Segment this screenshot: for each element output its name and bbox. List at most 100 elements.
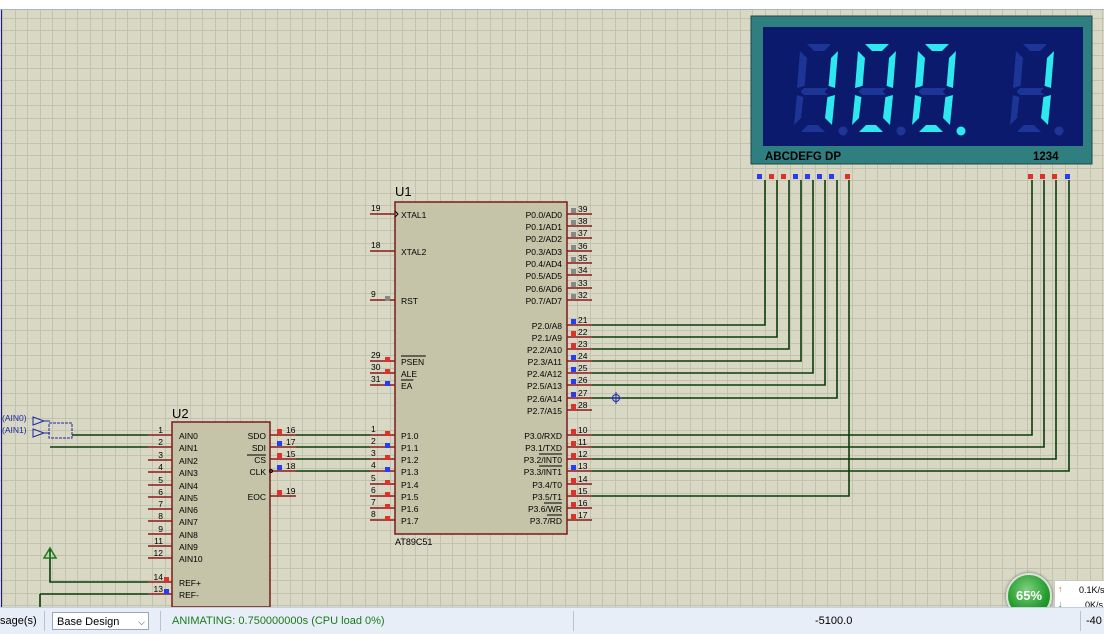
mcu-pin-number: 37 [578, 228, 588, 238]
mcu-pin-number: 1 [371, 424, 376, 434]
mcu-pin-name: P0.2/AD2 [526, 234, 563, 244]
mcu-pin-name: P3.5/T1 [532, 492, 562, 502]
adc-pin-name: AIN0 [179, 431, 198, 441]
mcu-pin-number: 27 [578, 388, 588, 398]
clock-marker [269, 469, 273, 473]
mcu-pin-name: ALE [401, 369, 417, 379]
pin-state-marker [769, 174, 774, 179]
display-segment-label: ABCDEFG DP [765, 151, 841, 163]
mcu-pin-name: XTAL1 [401, 210, 427, 220]
terminal-icon [32, 428, 46, 438]
adc-pin-name: AIN1 [179, 443, 198, 453]
display-segment [1017, 125, 1041, 132]
mcu-pin-name: P0.4/AD4 [526, 259, 563, 269]
separator [1080, 611, 1081, 631]
adc-pin-number: 8 [158, 511, 163, 521]
download-arrow-icon: ↓ [1058, 599, 1063, 609]
pin-state-marker [385, 431, 390, 436]
pin-state-marker [385, 516, 390, 521]
pin-state-marker [757, 174, 762, 179]
display-segment [919, 125, 943, 132]
adc-pin-number: 16 [286, 425, 296, 435]
design-variant-value: Base Design [57, 616, 120, 628]
mcu-pin-number: 25 [578, 363, 588, 373]
mcu-pin-name: P3.6/WR [528, 504, 562, 514]
pin-state-marker [793, 174, 798, 179]
mcu-pin-number: 32 [578, 290, 588, 300]
mcu-pin-name: P3.3/INT1 [524, 467, 563, 477]
mcu-pin-name: P2.5/A13 [527, 381, 562, 391]
adc-pin-name: EOC [248, 492, 266, 502]
mcu-pin-name: PSEN [401, 357, 424, 367]
mcu-part-label: AT89C51 [395, 537, 432, 547]
adc-pin-name: SDI [252, 443, 266, 453]
display-digit-label: 1234 [1033, 151, 1059, 163]
adc-pin-number: 17 [286, 437, 296, 447]
design-variant-select[interactable]: Base Design ⌵ [52, 612, 149, 630]
pin-state-marker [164, 589, 169, 594]
mcu-pin-number: 36 [578, 241, 588, 251]
mcu-pin-name: P2.2/A10 [527, 345, 562, 355]
mcu-pin-number: 2 [371, 436, 376, 446]
pin-state-marker [1028, 174, 1033, 179]
adc-body [171, 421, 271, 607]
mcu-pin-number: 33 [578, 278, 588, 288]
pin-state-marker [385, 480, 390, 485]
display-segment [1016, 88, 1044, 95]
display-segment [794, 95, 804, 125]
mcu-pin-number: 19 [371, 203, 381, 213]
display-segment [912, 95, 922, 125]
mcu-pin-number: 11 [578, 437, 587, 447]
display-segment [801, 125, 825, 132]
display-segment [859, 125, 883, 132]
mcu-pin-number: 28 [578, 400, 588, 410]
mcu-pin-name: P2.7/A15 [527, 406, 562, 416]
mcu-pin-number: 16 [578, 498, 588, 508]
pin-state-marker [385, 381, 390, 386]
mcu-pin-number: 29 [371, 350, 381, 360]
pin-state-marker [1040, 174, 1045, 179]
separator [44, 611, 45, 631]
pin-state-marker [781, 174, 786, 179]
cursor-y-coordinate: -40 [1086, 615, 1102, 627]
animation-status: ANIMATING: 0.750000000s (CPU load 0%) [172, 615, 385, 627]
pin-state-marker [277, 429, 282, 434]
terminal-label: (AIN0) [2, 413, 27, 423]
display-segment [1041, 95, 1051, 125]
pin-state-marker [277, 453, 282, 458]
messages-indicator[interactable]: sage(s) [0, 615, 37, 627]
adc-pin-name: REF- [179, 590, 199, 600]
schematic-drawing[interactable]: U1AT89C5119XTAL118XTAL29RST29PSEN30ALE31… [0, 0, 1104, 607]
mcu-pin-number: 39 [578, 204, 588, 214]
upload-speed: 0.1K/s [1079, 585, 1104, 595]
mcu-pin-number: 6 [371, 485, 376, 495]
pin-state-marker [571, 367, 576, 372]
adc-pin-number: 2 [158, 437, 163, 447]
mcu-pin-number: 9 [371, 289, 376, 299]
pin-state-marker [571, 441, 576, 446]
pin-state-marker [817, 174, 822, 179]
pin-state-marker [571, 269, 576, 274]
display-segment [800, 88, 828, 95]
mcu-pin-name: P1.5 [401, 492, 419, 502]
pin-state-marker [571, 453, 576, 458]
terminal-label: (AIN1) [2, 425, 27, 435]
adc-pin-name: AIN10 [179, 554, 203, 564]
mcu-pin-name: P2.0/A8 [532, 321, 563, 331]
display-segment [925, 44, 949, 51]
pin-state-marker [829, 174, 834, 179]
adc-pin-name: AIN8 [179, 530, 198, 540]
pin-state-marker [385, 369, 390, 374]
wire [592, 180, 1045, 448]
adc-pin-name: AIN7 [179, 517, 198, 527]
display-decimal-point [838, 126, 848, 136]
mcu-pin-name: P1.0 [401, 431, 419, 441]
mcu-pin-name: P1.7 [401, 516, 419, 526]
display-segment [946, 51, 956, 88]
mcu-pin-name: P3.2/INT0 [524, 455, 563, 465]
mcu-pin-name: RST [401, 296, 418, 306]
pin-state-marker [571, 343, 576, 348]
mcu-pin-number: 26 [578, 375, 588, 385]
mcu-pin-name: P2.3/A11 [528, 357, 563, 367]
